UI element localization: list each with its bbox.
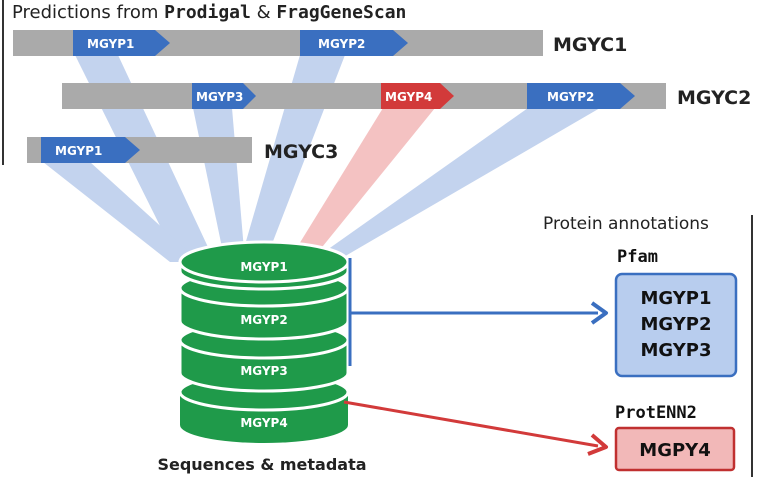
protenn-entry: MGPY4: [639, 440, 710, 461]
contig-label: MGYC3: [264, 141, 338, 163]
annotations-title: Protein annotations: [543, 214, 709, 234]
pfam-tool-name: Pfam: [617, 247, 658, 267]
pfam-arrowhead: [590, 301, 608, 325]
gene-label: MGYP2: [318, 37, 365, 51]
header-title: Predictions from Prodigal & FragGeneScan: [12, 2, 406, 23]
pfam-box: [614, 272, 738, 378]
gene-arrow: [527, 83, 635, 109]
db-disk-label: MGYP4: [240, 416, 287, 430]
protenn-arrow-line: [343, 400, 599, 448]
sequence-database: MGYP4 MGYP3 MGYP2 MGYP1 Sequences & meta…: [157, 240, 367, 474]
gene-label: MGYP4: [385, 90, 432, 104]
contig-mgyc3: MGYP1 MGYC3: [27, 137, 338, 163]
protenn-arrowhead: [587, 433, 608, 456]
gene-label: MGYP1: [55, 144, 102, 158]
db-caption: Sequences & metadata: [157, 455, 366, 474]
db-disk-label: MGYP3: [240, 364, 287, 378]
header-tool-prodigal: Prodigal: [164, 2, 251, 23]
gene-arrow: [73, 30, 170, 56]
gene-label: MGYP2: [547, 90, 594, 104]
beam-c3-mgyp1: [43, 162, 200, 262]
gene-arrow: [300, 30, 408, 56]
db-disk-top: [178, 240, 350, 284]
gene-arrow: [381, 83, 454, 109]
protenn-tool-name: ProtENN2: [615, 403, 697, 423]
pfam-entry: MGYP2: [640, 314, 711, 335]
protenn-box: [614, 426, 736, 472]
gene-label: MGYP3: [196, 90, 243, 104]
gene-arrow: [192, 83, 256, 109]
gene-arrow: [41, 137, 140, 163]
contig-label: MGYC2: [677, 87, 751, 109]
header-tool-fraggenescan: FragGeneScan: [276, 2, 406, 23]
beam-c2-mgyp4: [288, 108, 435, 262]
contig-mgyc2: MGYP3 MGYP4 MGYP2 MGYC2: [62, 83, 751, 109]
db-disk-label: MGYP2: [240, 313, 287, 327]
contig-mgyc1: MGYP1 MGYP2 MGYC1: [13, 30, 627, 56]
contig-label: MGYC1: [553, 34, 627, 56]
header-prefix: Predictions from: [12, 2, 164, 23]
gene-label: MGYP1: [87, 37, 134, 51]
beam-c2-mgyp2: [310, 108, 600, 262]
header-amp: &: [251, 2, 276, 23]
pfam-entry: MGYP3: [640, 340, 711, 361]
db-disk-label: MGYP1: [240, 260, 287, 274]
pfam-entry: MGYP1: [640, 288, 711, 309]
